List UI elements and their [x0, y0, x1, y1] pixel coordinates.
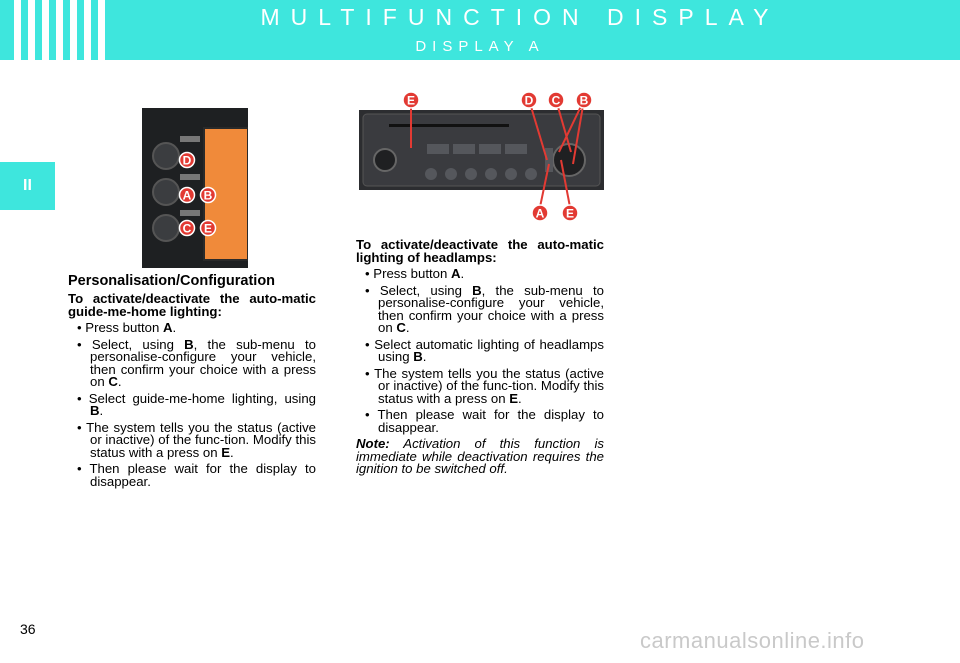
page-header: MULTIFUNCTION DISPLAY DISPLAY A: [0, 0, 960, 60]
callout-c: C: [178, 219, 196, 237]
callout-a: A: [178, 186, 196, 204]
watermark: carmanualsonline.info: [640, 628, 865, 653]
header-stripe: [14, 0, 21, 60]
callout-bottom-e: E: [561, 204, 579, 222]
page-title: MULTIFUNCTION DISPLAY: [260, 4, 780, 30]
right-bullet-4: • The system tells you the status (activ…: [365, 365, 604, 406]
svg-text:D: D: [525, 94, 534, 108]
header-stripe: [70, 0, 77, 60]
header-stripe: [56, 0, 63, 60]
left-bullet-2: • Select, using B, the sub-menu to perso…: [77, 336, 316, 389]
radio-callouts: E D C B A E: [402, 91, 593, 222]
header-stripe: [42, 0, 49, 60]
callout-bottom-a: A: [531, 204, 549, 222]
stalk-callouts: D A B C E: [178, 151, 217, 237]
page-number: 36: [20, 621, 36, 637]
header-stripe: [98, 0, 105, 60]
svg-text:A: A: [536, 207, 545, 221]
callout-d: D: [178, 151, 196, 169]
callout-top-b: B: [575, 91, 593, 109]
right-bullet-1: • Press button A.: [365, 266, 465, 281]
right-bullet-3: • Select automatic lighting of headlamps…: [365, 336, 604, 364]
note-paragraph: Note: Activation of this function is imm…: [356, 436, 604, 476]
stalk-controls-photo: [142, 108, 248, 268]
callout-b: B: [199, 186, 217, 204]
callout-top-e: E: [402, 91, 420, 109]
callout-e: E: [199, 219, 217, 237]
svg-text:D: D: [183, 154, 192, 168]
left-column: To activate/deactivate the auto-matic gu…: [68, 291, 316, 489]
section-heading: Personalisation/Configuration: [68, 273, 276, 289]
svg-text:C: C: [183, 222, 192, 236]
left-bullet-1: • Press button A.: [77, 320, 177, 335]
left-bullet-5: • Then please wait for the display to di…: [77, 461, 316, 489]
svg-text:C: C: [552, 94, 561, 108]
svg-text:B: B: [204, 189, 213, 203]
left-bullet-4: • The system tells you the status (activ…: [77, 419, 316, 460]
right-bullet-2: • Select, using B, the sub-menu to perso…: [365, 282, 604, 335]
svg-text:E: E: [566, 207, 574, 221]
svg-text:E: E: [204, 222, 212, 236]
right-bullet-5: • Then please wait for the display to di…: [365, 407, 604, 435]
header-stripe: [28, 0, 35, 60]
left-bullet-3: • Select guide-me-home lighting, using B…: [77, 390, 316, 418]
callout-top-d: D: [520, 91, 538, 109]
svg-text:A: A: [183, 189, 192, 203]
svg-text:B: B: [580, 94, 589, 108]
chapter-tab: II: [0, 162, 55, 210]
stalk-controls-illustration: [142, 108, 248, 268]
left-lead: To activate/deactivate the auto-matic gu…: [68, 291, 316, 319]
svg-text:E: E: [407, 94, 415, 108]
page-subtitle: DISPLAY A: [415, 38, 545, 55]
right-lead: To activate/deactivate the auto-matic li…: [356, 237, 604, 265]
radio-unit-photo: [359, 110, 604, 190]
right-column: To activate/deactivate the auto-matic li…: [356, 237, 604, 476]
callout-top-c: C: [547, 91, 565, 109]
header-stripe: [84, 0, 91, 60]
